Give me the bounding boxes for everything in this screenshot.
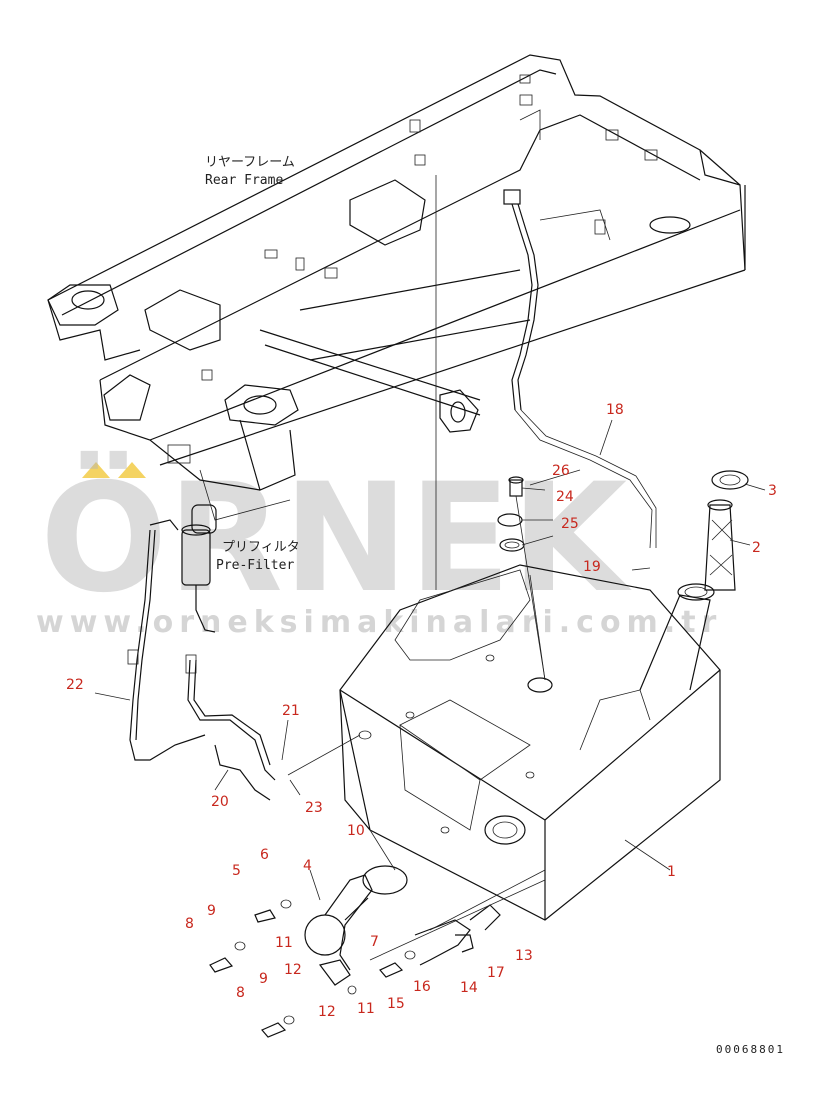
- callout-19: 19: [583, 559, 601, 575]
- callout-5: 5: [232, 863, 241, 879]
- watermark-dots: [82, 462, 146, 478]
- callout-8a: 8: [185, 916, 194, 932]
- callout-21: 21: [282, 703, 300, 719]
- filler-parts: [704, 470, 749, 591]
- callout-22: 22: [66, 677, 84, 693]
- callouts: 1 2 3 4 5 6 7 8 8 9 9 10 11 11 12 12 13 …: [66, 402, 777, 1020]
- rear-frame-drawing: [47, 54, 746, 590]
- fuel-lines: [127, 529, 276, 801]
- callout-12b: 12: [318, 1004, 336, 1020]
- callout-24: 24: [556, 489, 574, 505]
- fuel-tank: [339, 564, 721, 921]
- hose-assembly: [503, 189, 657, 549]
- watermark-brand: ÖRNEK: [40, 450, 632, 626]
- callout-4: 4: [303, 858, 312, 874]
- callout-7: 7: [370, 934, 379, 950]
- callout-2: 2: [752, 540, 761, 556]
- callout-18: 18: [606, 402, 624, 418]
- callout-11b: 11: [357, 1001, 375, 1017]
- rear-frame-label-en: Rear Frame: [205, 173, 283, 188]
- callout-13: 13: [515, 948, 533, 964]
- callout-10: 10: [347, 823, 365, 839]
- pre-filter-label-jp: プリフィルタ: [222, 540, 300, 555]
- callout-14: 14: [460, 980, 478, 996]
- callout-3: 3: [768, 483, 777, 499]
- callout-25: 25: [561, 516, 579, 532]
- callout-8b: 8: [236, 985, 245, 1001]
- callout-20: 20: [211, 794, 229, 810]
- pre-filter: [149, 504, 217, 633]
- watermark: ÖRNEK www.orneksimakinalari.com.tr: [36, 450, 722, 640]
- callout-9a: 9: [207, 903, 216, 919]
- callout-11a: 11: [275, 935, 293, 951]
- callout-15: 15: [387, 996, 405, 1012]
- valve-assembly: [209, 865, 546, 1038]
- rear-frame-label-jp: リヤーフレーム: [205, 155, 295, 170]
- leader-lines: [94, 419, 766, 901]
- callout-23: 23: [305, 800, 323, 816]
- callout-9b: 9: [259, 971, 268, 987]
- pre-filter-label-en: Pre-Filter: [216, 558, 294, 573]
- watermark-url: www.orneksimakinalari.com.tr: [36, 605, 722, 640]
- document-number: 00068801: [716, 1043, 785, 1056]
- callout-12a: 12: [284, 962, 302, 978]
- callout-1: 1: [667, 864, 676, 880]
- callout-17: 17: [487, 965, 505, 981]
- callout-26: 26: [552, 463, 570, 479]
- callout-6: 6: [260, 847, 269, 863]
- callout-16: 16: [413, 979, 431, 995]
